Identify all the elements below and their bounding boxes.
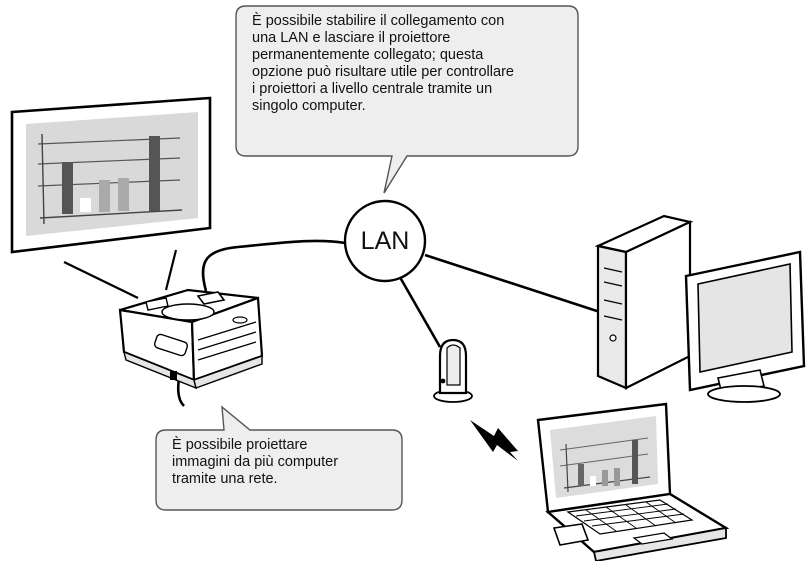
callout-bottom-text: È possibile proiettare immagini da più c… [172,437,339,487]
cable-lan-access-point [395,271,442,348]
callout-top-text: È possibile stabilire il collegamento co… [252,13,514,114]
lan-node [343,199,427,283]
desktop-computer-icon [594,214,806,403]
projector-icon [118,288,264,390]
laptop-icon [536,402,730,561]
cable-projector-lan [201,239,346,292]
lan-label: LAN [360,227,410,255]
projection-screen-icon [10,96,212,299]
lightning-bolt-icon [470,420,518,461]
callout-bottom-bubble [155,405,403,511]
wireless-access-point-icon [433,338,473,403]
callout-top-bubble [235,5,579,194]
